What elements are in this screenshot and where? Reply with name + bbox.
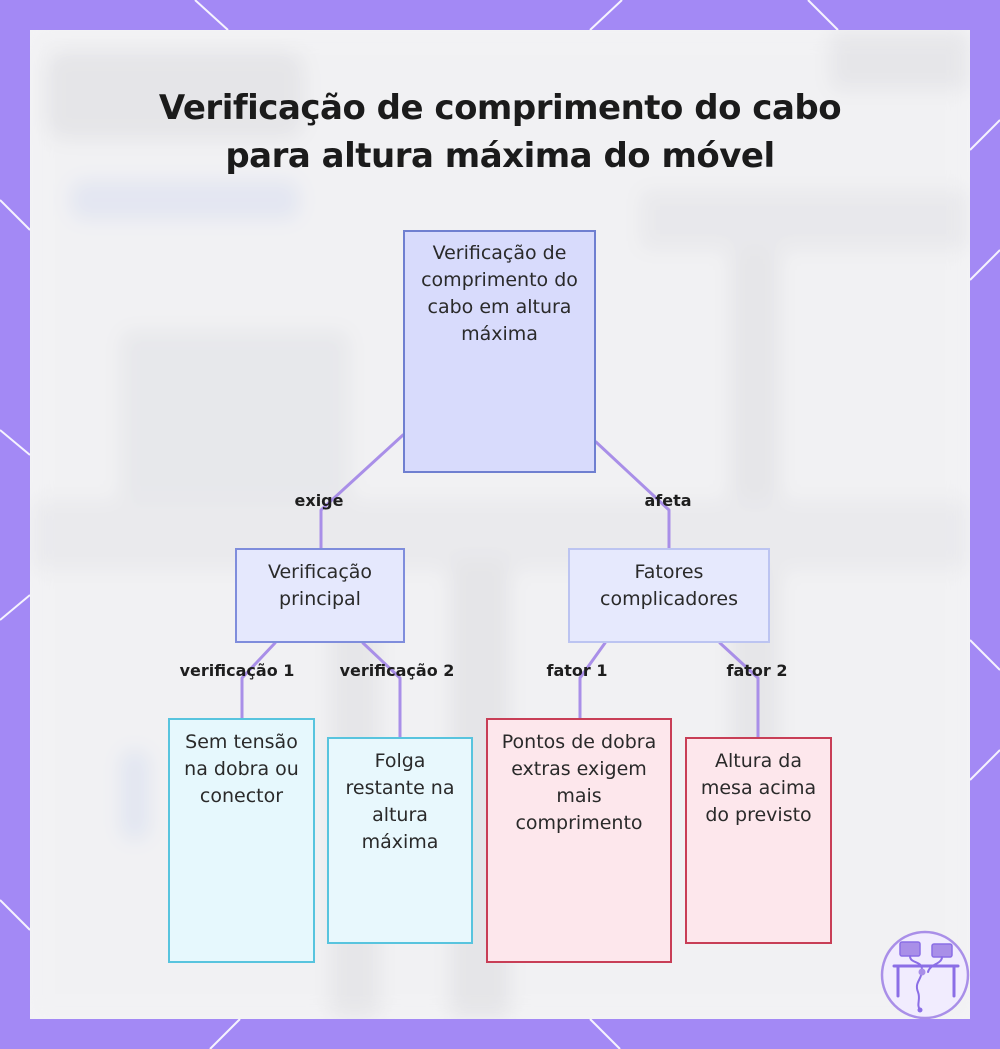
title-line-2: para altura máxima do móvel <box>225 136 775 176</box>
node-root-cable-length-check: Verificação de comprimento do cabo em al… <box>403 230 596 473</box>
node-desk-height: Altura da mesa acima do previsto <box>685 737 832 944</box>
edge-label-requires: exige <box>294 491 344 510</box>
edge-factors-pontos <box>578 641 607 720</box>
node-bend-points-label: Pontos de dobra extras exigem mais compr… <box>501 731 657 834</box>
diagram-card: Verificação de comprimento do cabo para … <box>30 30 970 1019</box>
edge-root-main <box>319 433 405 550</box>
edge-label-check-2: verificação 2 <box>339 661 455 680</box>
edge-label-affects: afeta <box>644 491 692 510</box>
node-complicating-factors: Fatores complicadores <box>568 548 770 643</box>
node-main-check-label: Verificação principal <box>267 561 373 610</box>
node-root-label: Verificação de comprimento do cabo em al… <box>421 242 578 345</box>
node-desk-height-label: Altura da mesa acima do previsto <box>700 750 817 826</box>
node-bend-points: Pontos de dobra extras exigem mais compr… <box>486 718 672 963</box>
connector-lines <box>240 433 760 739</box>
node-slack: Folga restante na altura máxima <box>327 737 473 944</box>
node-no-tension: Sem tensão na dobra ou conector <box>168 718 315 963</box>
desk-cable-logo-icon <box>880 930 970 1019</box>
node-slack-label: Folga restante na altura máxima <box>345 750 455 853</box>
edge-main-folga <box>361 641 402 739</box>
edge-root-factors <box>594 440 671 550</box>
edge-label-factor-1: fator 1 <box>546 661 608 680</box>
title-line-1: Verificação de comprimento do cabo <box>158 88 842 128</box>
edge-label-check-1: verificação 1 <box>179 661 295 680</box>
edge-main-sem <box>240 641 277 720</box>
page-title: Verificação de comprimento do cabo para … <box>30 84 970 180</box>
edge-factors-altura <box>718 641 760 739</box>
node-no-tension-label: Sem tensão na dobra ou conector <box>184 731 299 807</box>
edge-label-factor-2: fator 2 <box>726 661 788 680</box>
node-main-check: Verificação principal <box>235 548 405 643</box>
node-factors-label: Fatores complicadores <box>600 561 738 610</box>
